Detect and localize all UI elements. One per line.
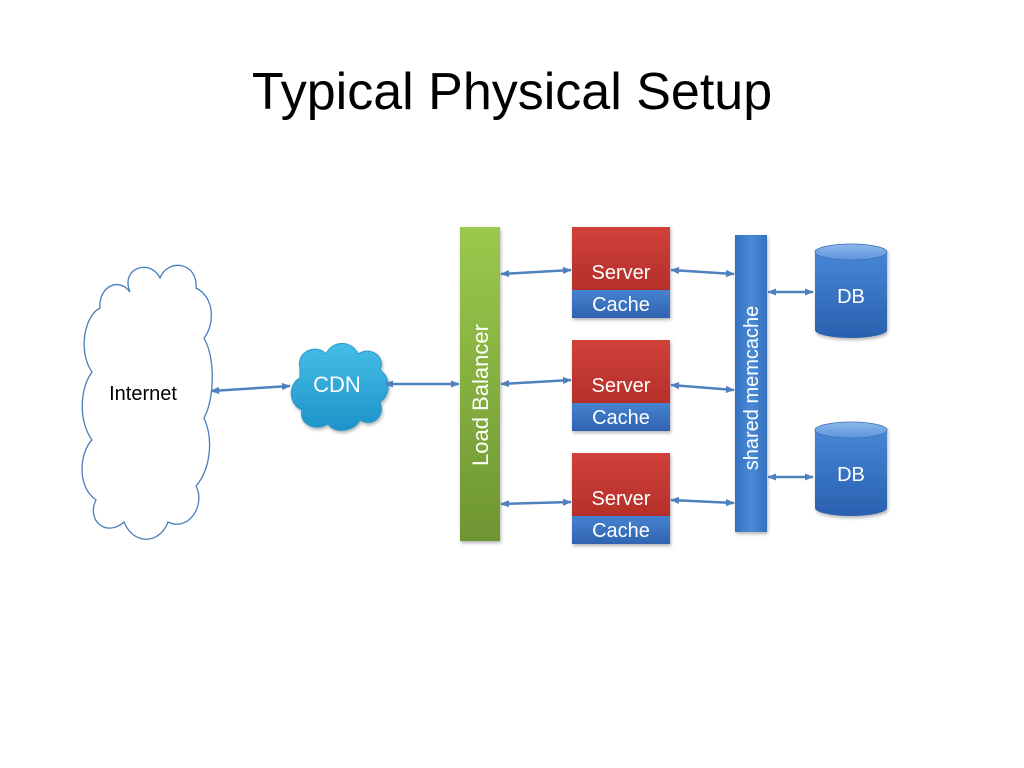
server-memcache-arrow <box>670 266 735 278</box>
server-memcache-arrow <box>670 382 735 393</box>
cache-label: Cache <box>592 294 650 316</box>
server-label: Server <box>592 375 651 397</box>
server-node: Server Cache <box>572 227 670 318</box>
cdn-label: CDN <box>313 372 361 397</box>
loadbalancer-server-arrow <box>500 498 572 508</box>
loadbalancer-server-arrow <box>500 266 572 278</box>
load-balancer-bar <box>460 227 500 541</box>
database-cylinder-top <box>814 243 888 261</box>
slide-title: Typical Physical Setup <box>251 63 773 121</box>
load-balancer-label: Load Balancer <box>468 324 493 466</box>
cache-box <box>572 403 670 431</box>
database-label: DB <box>837 286 865 308</box>
load-balancer-node: Load Balancer <box>460 227 500 541</box>
server-label: Server <box>592 262 651 284</box>
server-label: Server <box>592 488 651 510</box>
server-node: Server Cache <box>572 453 670 544</box>
loadbalancer-server-arrow <box>500 376 572 388</box>
cache-box <box>572 516 670 544</box>
shared-memcache-bar <box>735 235 767 532</box>
cdn-cloud-shape <box>290 343 389 431</box>
database-label: DB <box>837 464 865 486</box>
cache-label: Cache <box>592 520 650 542</box>
database-cylinder <box>815 252 887 338</box>
server-box <box>572 227 670 290</box>
internet-label: Internet <box>109 383 177 405</box>
cdn-node <box>290 343 389 431</box>
internet-cdn-arrow <box>210 382 291 395</box>
server-memcache-arrow <box>670 496 735 507</box>
cache-box <box>572 290 670 318</box>
shared-memcache-label: shared memcache <box>741 306 763 471</box>
database-cylinder-top <box>814 421 888 439</box>
shared-memcache-node: shared memcache <box>735 235 767 532</box>
server-box <box>572 340 670 403</box>
internet-cloud-node: Internet <box>81 264 213 540</box>
database-cylinder <box>815 430 887 516</box>
connections <box>210 266 814 508</box>
database-node <box>814 421 888 516</box>
internet-cloud-shape <box>81 264 213 540</box>
server-node: Server Cache <box>572 340 670 431</box>
database-node <box>814 243 888 338</box>
cache-label: Cache <box>592 407 650 429</box>
server-box <box>572 453 670 516</box>
